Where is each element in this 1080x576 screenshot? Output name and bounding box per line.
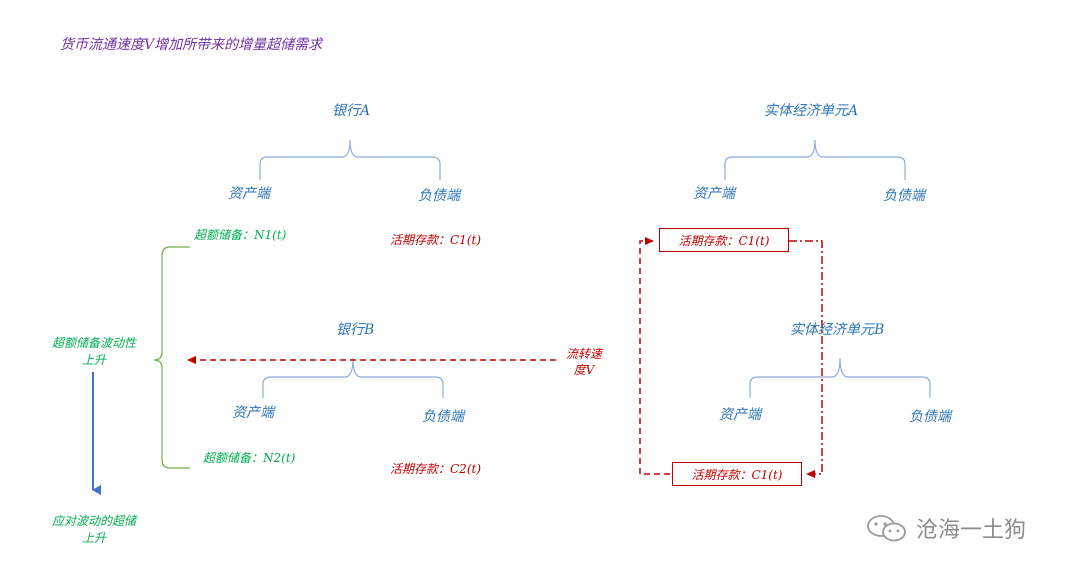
bank-a-deposit: 活期存款：C1(t) [390,233,482,247]
bank-b-brace [262,357,444,398]
velocity-label-line2: 度V [573,363,595,377]
volatility-label: 超额储备波动性 上升 [40,335,148,369]
demand-label: 应对波动的超储 上升 [40,513,148,547]
volatility-label-line1: 超额储备波动性 [51,336,136,350]
entity-a-liability: 负债端 [883,188,925,204]
bank-b-asset: 资产端 [232,405,274,421]
watermark-text: 沧海一土狗 [916,518,1027,543]
wechat-icon [867,515,906,542]
demand-label-line1: 应对波动的超储 [51,514,136,528]
bank-a-brace [259,139,441,180]
velocity-label: 流转速 度V [566,346,602,378]
reserve-bracket [153,246,190,469]
diagram-title: 货币流通速度V增加所带来的增量超储需求 [60,37,323,53]
flow-right-line [789,240,823,478]
velocity-label-line1: 流转速 [566,347,603,361]
entity-b-liability: 负债端 [909,409,951,425]
volatility-label-line2: 上升 [81,353,106,367]
bank-b-deposit: 活期存款：C2(t) [390,462,482,476]
bank-a-liability: 负债端 [418,188,460,204]
entity-b-deposit-box: 活期存款：C1(t) [672,462,802,486]
watermark: 沧海一土狗 [866,512,1026,544]
entity-a-brace [724,139,906,180]
demand-label-line2: 上升 [81,531,106,545]
flow-left-line [639,237,670,475]
excess-reserve-n2: 超额储备：N2(t) [203,451,296,465]
bank-b-label: 银行B [336,322,375,338]
entity-a-deposit-box: 活期存款：C1(t) [659,228,789,252]
entity-a-label: 实体经济单元A [764,103,859,119]
bank-a-label: 银行A [332,103,371,119]
bank-a-asset: 资产端 [228,186,270,202]
entity-b-deposit: 活期存款：C1(t) [691,467,783,482]
entity-a-asset: 资产端 [693,186,735,202]
entity-b-brace [749,357,931,398]
entity-a-deposit: 活期存款：C1(t) [678,233,770,248]
entity-b-label: 实体经济单元B [790,322,885,338]
bank-b-liability: 负债端 [422,409,464,425]
entity-b-asset: 资产端 [719,407,761,423]
excess-reserve-n1: 超额储备：N1(t) [194,228,287,242]
